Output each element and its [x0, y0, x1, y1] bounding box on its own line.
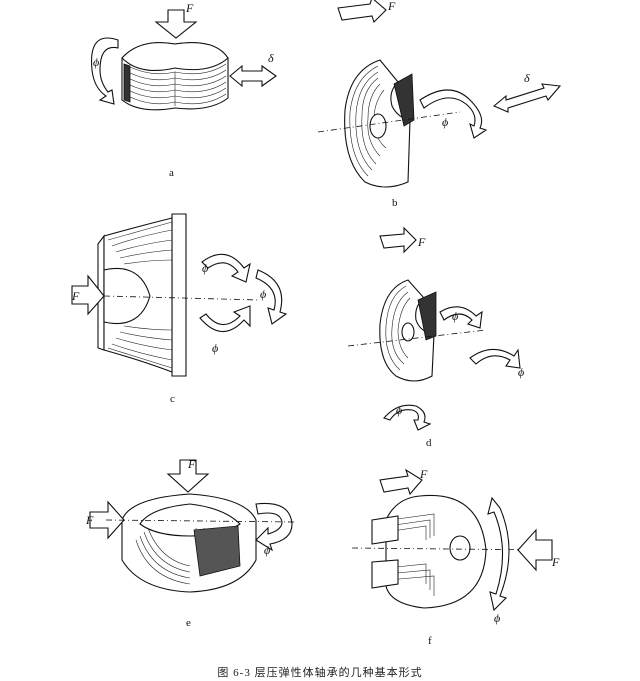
rotation-label-c3: ϕ [212, 341, 218, 355]
rotation-arrow-icon [201, 253, 251, 283]
panel-a-cylindrical-bearing: F ϕ δ a [90, 1, 277, 179]
panel-label-f: f [428, 635, 432, 647]
panel-c-spherical-bearing: F ϕ ϕ ϕ c [71, 213, 288, 405]
force-label-b: F [387, 0, 396, 13]
panel-label-e: e [186, 617, 191, 629]
panel-b-cylindrical-bearing: F ϕ δ b [317, 0, 562, 209]
axis-line [347, 329, 487, 347]
axis-line [317, 111, 461, 133]
rotation-label-d1: ϕ [452, 309, 458, 323]
end-plate [171, 213, 187, 377]
panel-label-d: d [426, 437, 432, 449]
rotation-label-c1: ϕ [202, 261, 208, 275]
force-arrow-right-icon [71, 274, 105, 316]
radial-laminates-c [107, 221, 173, 369]
force-arrow-icon [379, 468, 423, 496]
rotation-arrow-icon [199, 305, 251, 333]
panel-d-bearing: F ϕ ϕ ϕ d [347, 226, 524, 449]
force-label-f: F [419, 467, 428, 481]
force-label-a: F [185, 1, 194, 15]
force-label-e-side: F [85, 513, 94, 527]
panel-e-spherical-bearing: F F ϕ e [85, 457, 297, 629]
displacement-label-a: δ [268, 51, 274, 65]
rotation-arrow-icon [419, 89, 488, 139]
laminate-layers-f [385, 513, 435, 596]
force-label-f-side: F [551, 555, 560, 569]
rotation-arrow-icon [383, 404, 432, 431]
force-arrow-left-icon [517, 528, 553, 572]
rotation-arrow-icon [255, 502, 293, 552]
panel-label-b: b [392, 197, 398, 209]
force-arrow-icon [337, 0, 387, 24]
rotation-arrow-icon [487, 496, 510, 612]
panel-label-a: a [169, 167, 174, 179]
displacement-label-b: δ [524, 71, 530, 85]
figure-caption: 图 6-3 层压弹性体轴承的几种基本形式 [217, 667, 423, 679]
axis-line [105, 519, 297, 523]
spherical-core [103, 267, 151, 325]
laminate-rings-d [385, 285, 411, 371]
displacement-arrow-icon [229, 64, 277, 88]
rotation-arrow-icon [90, 37, 119, 105]
rotation-label-f: ϕ [494, 611, 500, 625]
force-label-e: F [187, 457, 196, 471]
force-arrow-down-icon [154, 9, 198, 39]
axis-line [103, 295, 261, 301]
rotation-label-b: ϕ [442, 115, 448, 129]
rotation-arrow-icon [255, 269, 288, 325]
rotation-label-d2: ϕ [518, 365, 524, 379]
rotation-label-a: ϕ [93, 55, 99, 69]
rotation-arrow-icon [469, 348, 521, 369]
rotation-arrow-icon [439, 306, 483, 329]
force-arrow-icon [379, 226, 417, 254]
panel-f-bearing: F ϕ F f [351, 467, 560, 647]
force-arrow-down-icon [166, 459, 210, 493]
panel-label-c: c [170, 393, 175, 405]
displacement-arrow-icon [492, 83, 562, 113]
rotation-label-c2: ϕ [260, 287, 266, 301]
force-label-c: F [71, 289, 80, 303]
bearing-body-f [385, 494, 487, 609]
cylinder-top-face [121, 42, 229, 71]
rotation-label-d3: ϕ [396, 403, 402, 417]
force-label-d: F [417, 235, 426, 249]
rotation-label-e: ϕ [264, 543, 270, 557]
